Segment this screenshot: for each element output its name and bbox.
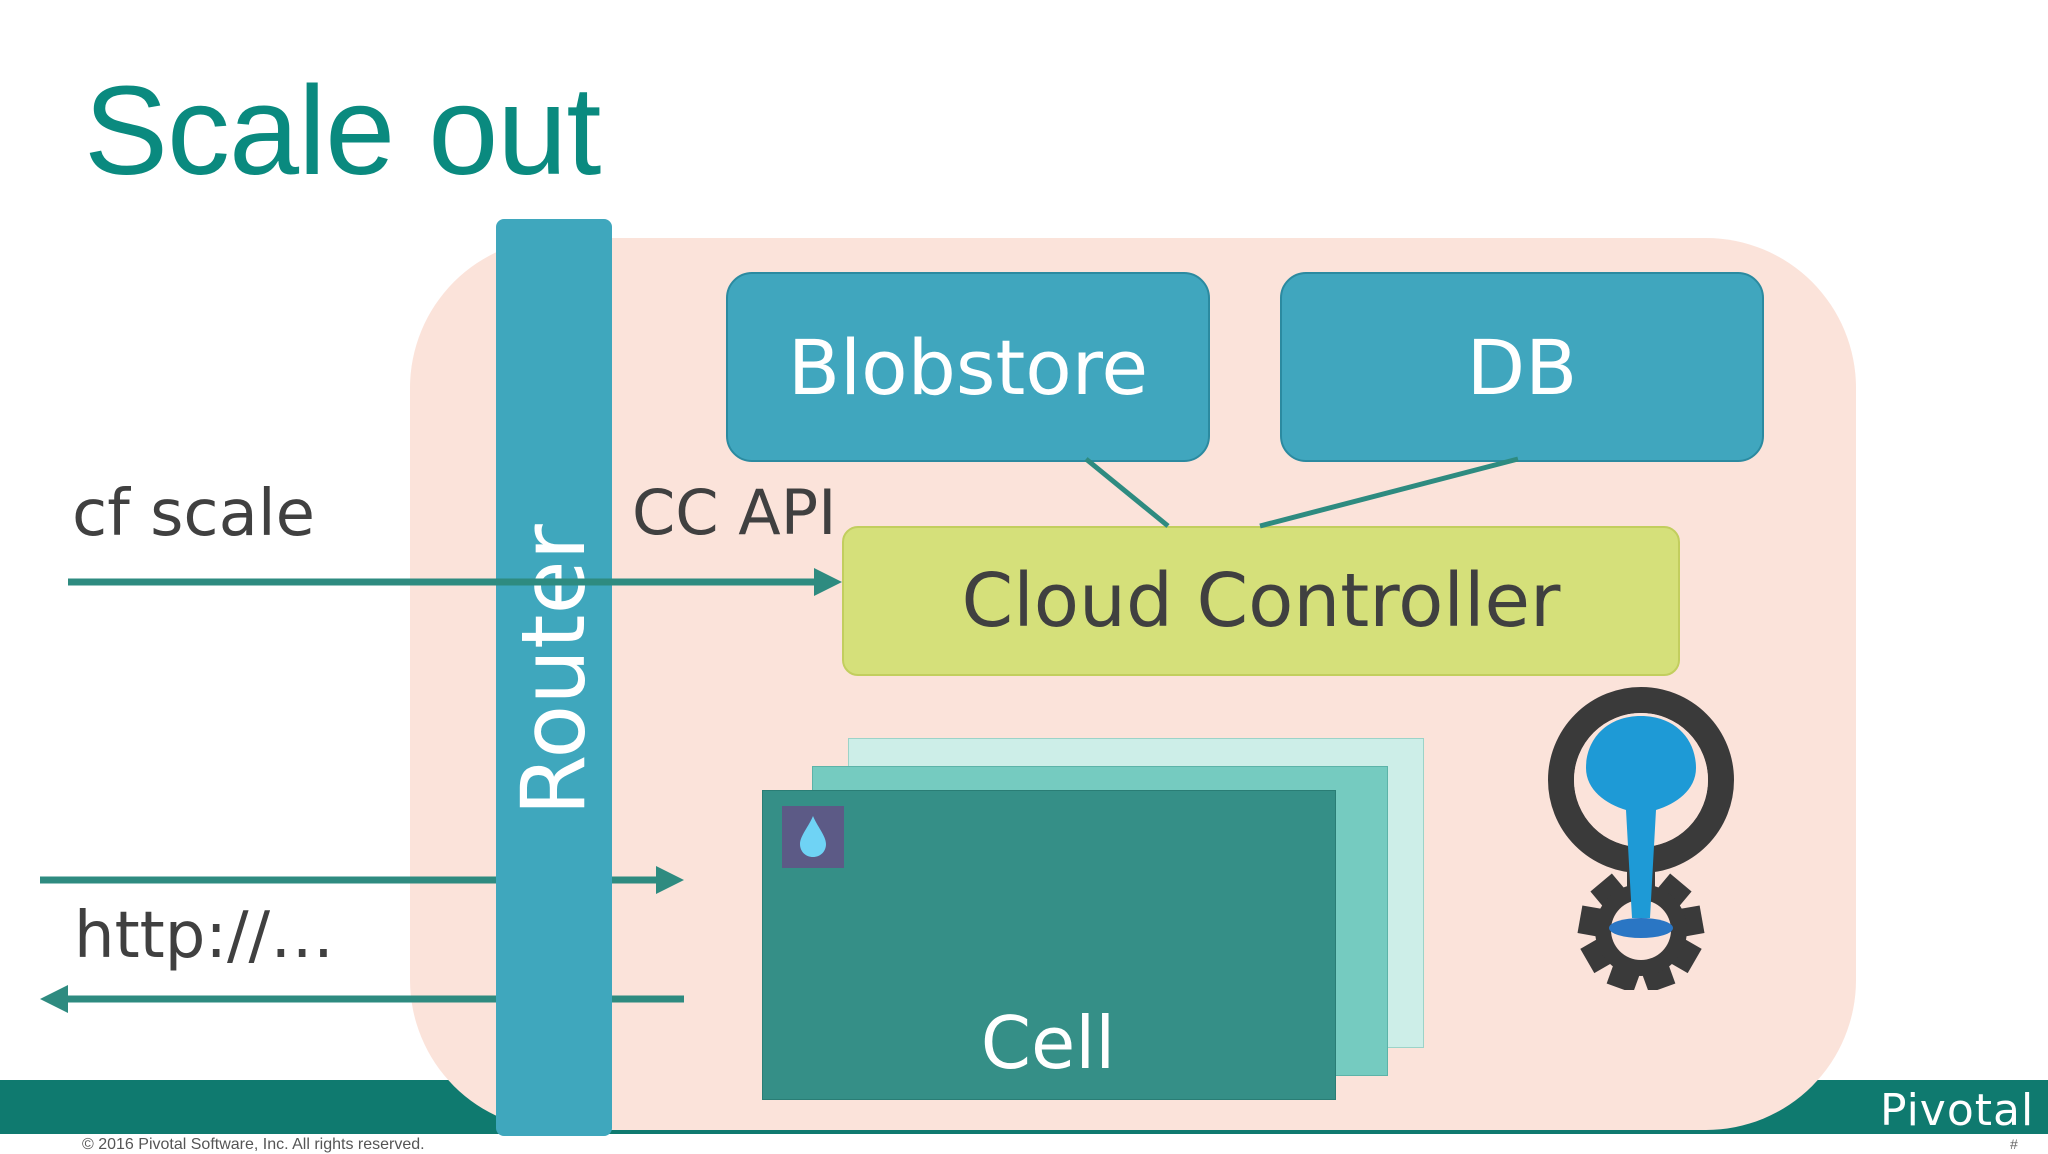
slide-title: Scale out [84,60,601,201]
http-request-arrowhead [656,866,684,894]
db-label: DB [1466,322,1578,412]
cloud-controller-label: Cloud Controller [961,558,1561,644]
router-bar [496,219,612,1136]
slide-number-mark: # [2010,1136,2018,1152]
cc-api-label: CC API [632,476,837,549]
db-box: DB [1280,272,1764,462]
pivotal-logo-text: Pivotal [1880,1085,2035,1136]
http-response-arrowhead [40,985,68,1013]
cell-instance-front [762,790,1336,1100]
cell-label: Cell [980,1001,1116,1085]
cf-scale-arrowhead [814,568,842,596]
cf-scale-label: cf scale [72,477,315,551]
db-connector [1259,456,1519,529]
diego-logo-icon [1548,687,1734,990]
blobstore-connector [1084,457,1170,528]
copyright-text: © 2016 Pivotal Software, Inc. All rights… [82,1136,425,1153]
water-drop-icon [782,806,844,868]
blobstore-label: Blobstore [787,322,1149,412]
footer-strip [0,1134,2048,1152]
blobstore-box: Blobstore [726,272,1210,462]
http-label: http://… [74,899,335,973]
cloud-controller-box: Cloud Controller [842,526,1680,676]
